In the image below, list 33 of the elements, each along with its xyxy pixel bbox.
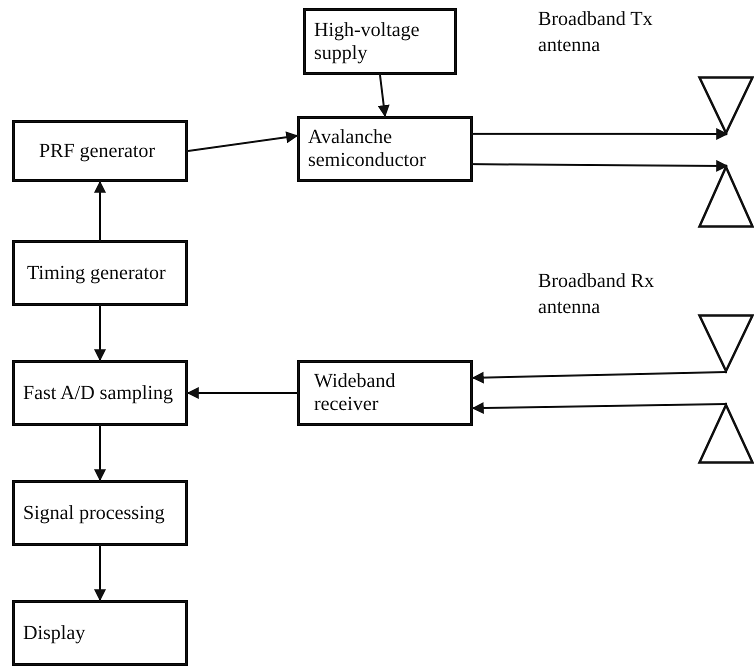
- antenna-triangle: [698, 164, 754, 228]
- arrow: [472, 371, 728, 384]
- antenna-label: Broadband Rx antenna: [538, 269, 656, 320]
- arrow: [188, 131, 298, 152]
- arrow: [186, 387, 297, 399]
- block-label: Display: [23, 622, 86, 644]
- block-label: Avalanche semiconductor: [308, 126, 427, 172]
- antenna-label: Broadband Tx antenna: [538, 7, 654, 58]
- block-box: [12, 120, 188, 182]
- antenna-triangle: [698, 76, 754, 136]
- block-box: [297, 360, 473, 426]
- block-label: Fast A/D sampling: [23, 382, 174, 404]
- arrow: [94, 546, 106, 602]
- block-box: [12, 600, 188, 666]
- arrow: [94, 426, 106, 482]
- block-label: High-voltage supply: [314, 18, 421, 64]
- antenna-triangle: [698, 314, 754, 374]
- block-label: Wideband receiver: [313, 370, 396, 416]
- block-box: [12, 240, 188, 306]
- arrow: [94, 180, 106, 240]
- arrow: [94, 306, 106, 362]
- block-box: [12, 360, 188, 426]
- block-box: [12, 480, 188, 546]
- block-label: PRF generator: [38, 140, 156, 162]
- arrow: [473, 128, 728, 140]
- antenna-triangle: [698, 402, 754, 464]
- arrow: [378, 74, 390, 118]
- arrow: [473, 160, 728, 172]
- block-label: Signal processing: [23, 502, 166, 524]
- block-box: [297, 116, 473, 182]
- block-label: Timing generator: [26, 262, 167, 284]
- arrow: [472, 402, 728, 414]
- block-box: [303, 8, 457, 75]
